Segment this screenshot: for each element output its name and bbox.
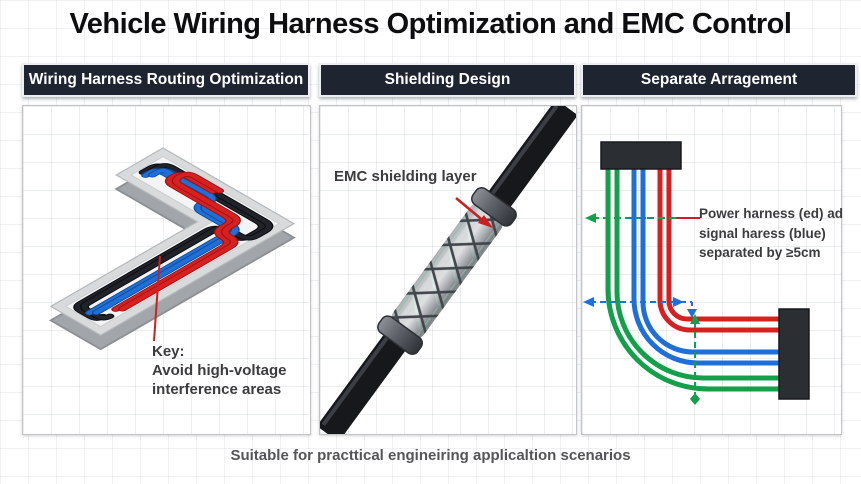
- harness-cables: [73, 163, 274, 321]
- blue-left-arrow-icon: [583, 297, 594, 307]
- blue-right-arrow-icon: [673, 297, 684, 307]
- separation-line-1: Power harness (ed) ad: [699, 206, 844, 221]
- key-line-2: Avoid high-voltage: [152, 361, 287, 379]
- shielding-panel: EMC shielding layer: [319, 105, 577, 435]
- blue-wire-outer: [631, 168, 779, 366]
- key-line-3: interference areas: [152, 380, 282, 398]
- key-leader-line: [153, 255, 161, 342]
- shield-arrow-icon: [455, 197, 493, 228]
- separated-wires: [605, 168, 779, 392]
- page-title: Vehicle Wiring Harness Optimization and …: [69, 8, 792, 40]
- mid-measure-line: [583, 297, 697, 318]
- separation-annotation: Power harness (ed) ad signal haress (blu…: [699, 204, 843, 263]
- header-routing-optimization: Wiring Harness Routing Optimization: [22, 63, 310, 97]
- upper-measure-line: [585, 213, 700, 223]
- header-separate-arrangement: Separate Arragement: [581, 63, 857, 97]
- left-arrow-icon: [585, 213, 596, 223]
- top-connector: [600, 141, 682, 170]
- key-line-1: Key:: [152, 343, 185, 360]
- right-connector: [778, 308, 810, 400]
- footer-caption: Suitable for practtical engineiring appl…: [230, 447, 631, 464]
- vertical-measure-line: [690, 314, 700, 405]
- blue-wire-inner: [640, 168, 779, 355]
- blue-down-arrow-icon: [687, 309, 697, 318]
- green-wire-outer: [605, 168, 779, 392]
- green-end-diamond-icon: [690, 393, 700, 405]
- cable-tray-illustration: [48, 147, 296, 351]
- shield-ring-right: [471, 187, 517, 227]
- shield-ring-left: [377, 315, 423, 355]
- red-wire-inner: [666, 168, 779, 322]
- header-shielding-design: Shielding Design: [319, 63, 576, 97]
- harness-separation-illustration: [583, 141, 810, 405]
- emc-shield-label: EMC shielding layer: [334, 168, 477, 185]
- routing-panel: Key: Avoid high-voltage interference are…: [22, 105, 311, 435]
- green-up-arrow-icon: [690, 314, 700, 324]
- key-annotation: Key: Avoid high-voltage interference are…: [152, 343, 286, 400]
- cable-group: [320, 106, 576, 434]
- red-cable: [111, 171, 241, 312]
- separation-line-2: signal haress (blue): [699, 225, 826, 241]
- separation-panel: Power harness (ed) ad signal haress (blu…: [581, 105, 843, 435]
- shield-mesh: [391, 203, 503, 339]
- shielded-cable-illustration: [320, 106, 576, 434]
- separation-line-3: separated by ≥5cm: [699, 245, 821, 261]
- green-wire-inner: [614, 168, 779, 381]
